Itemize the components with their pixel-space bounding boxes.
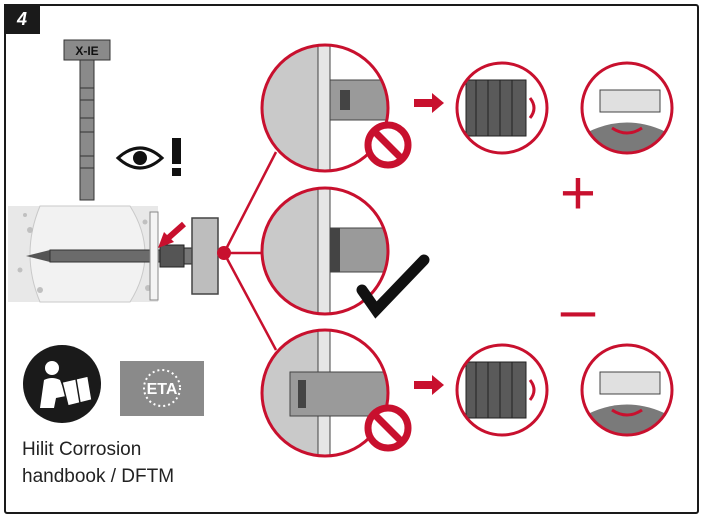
eta-label: ETA bbox=[147, 381, 178, 398]
prohibited-icon bbox=[364, 404, 412, 452]
minus-sign: – bbox=[561, 275, 596, 344]
tool-label: X-IE bbox=[75, 44, 98, 58]
plus-sign: + bbox=[560, 159, 596, 228]
eta-badge-icon: ETA bbox=[120, 361, 204, 416]
step-number-badge: 4 bbox=[4, 4, 40, 34]
arrow-right-icon bbox=[414, 93, 444, 113]
branch-node bbox=[217, 246, 231, 260]
exclamation-icon bbox=[172, 138, 181, 176]
adjustment-detail-top-right bbox=[580, 61, 674, 155]
checkmark-icon bbox=[356, 254, 430, 319]
diagram-frame bbox=[4, 4, 699, 514]
read-manual-icon bbox=[23, 345, 101, 423]
adjustment-detail-bottom-left bbox=[455, 343, 549, 437]
fastener bbox=[26, 211, 219, 301]
arrow-pointer-icon bbox=[158, 221, 186, 248]
adjustment-detail-bottom-right bbox=[580, 343, 674, 437]
caption-line-2: handbook / DFTM bbox=[22, 466, 175, 487]
arrow-right-icon bbox=[414, 375, 444, 395]
manual-caption: Hilit Corrosion handbook / DFTM bbox=[22, 436, 174, 490]
caption-line-1: Hilit Corrosion bbox=[22, 439, 142, 460]
eye-icon bbox=[115, 146, 165, 170]
prohibited-icon bbox=[364, 121, 412, 169]
adjustment-detail-top-left bbox=[455, 61, 549, 155]
setting-tool-gauge: X-IE bbox=[63, 39, 111, 201]
